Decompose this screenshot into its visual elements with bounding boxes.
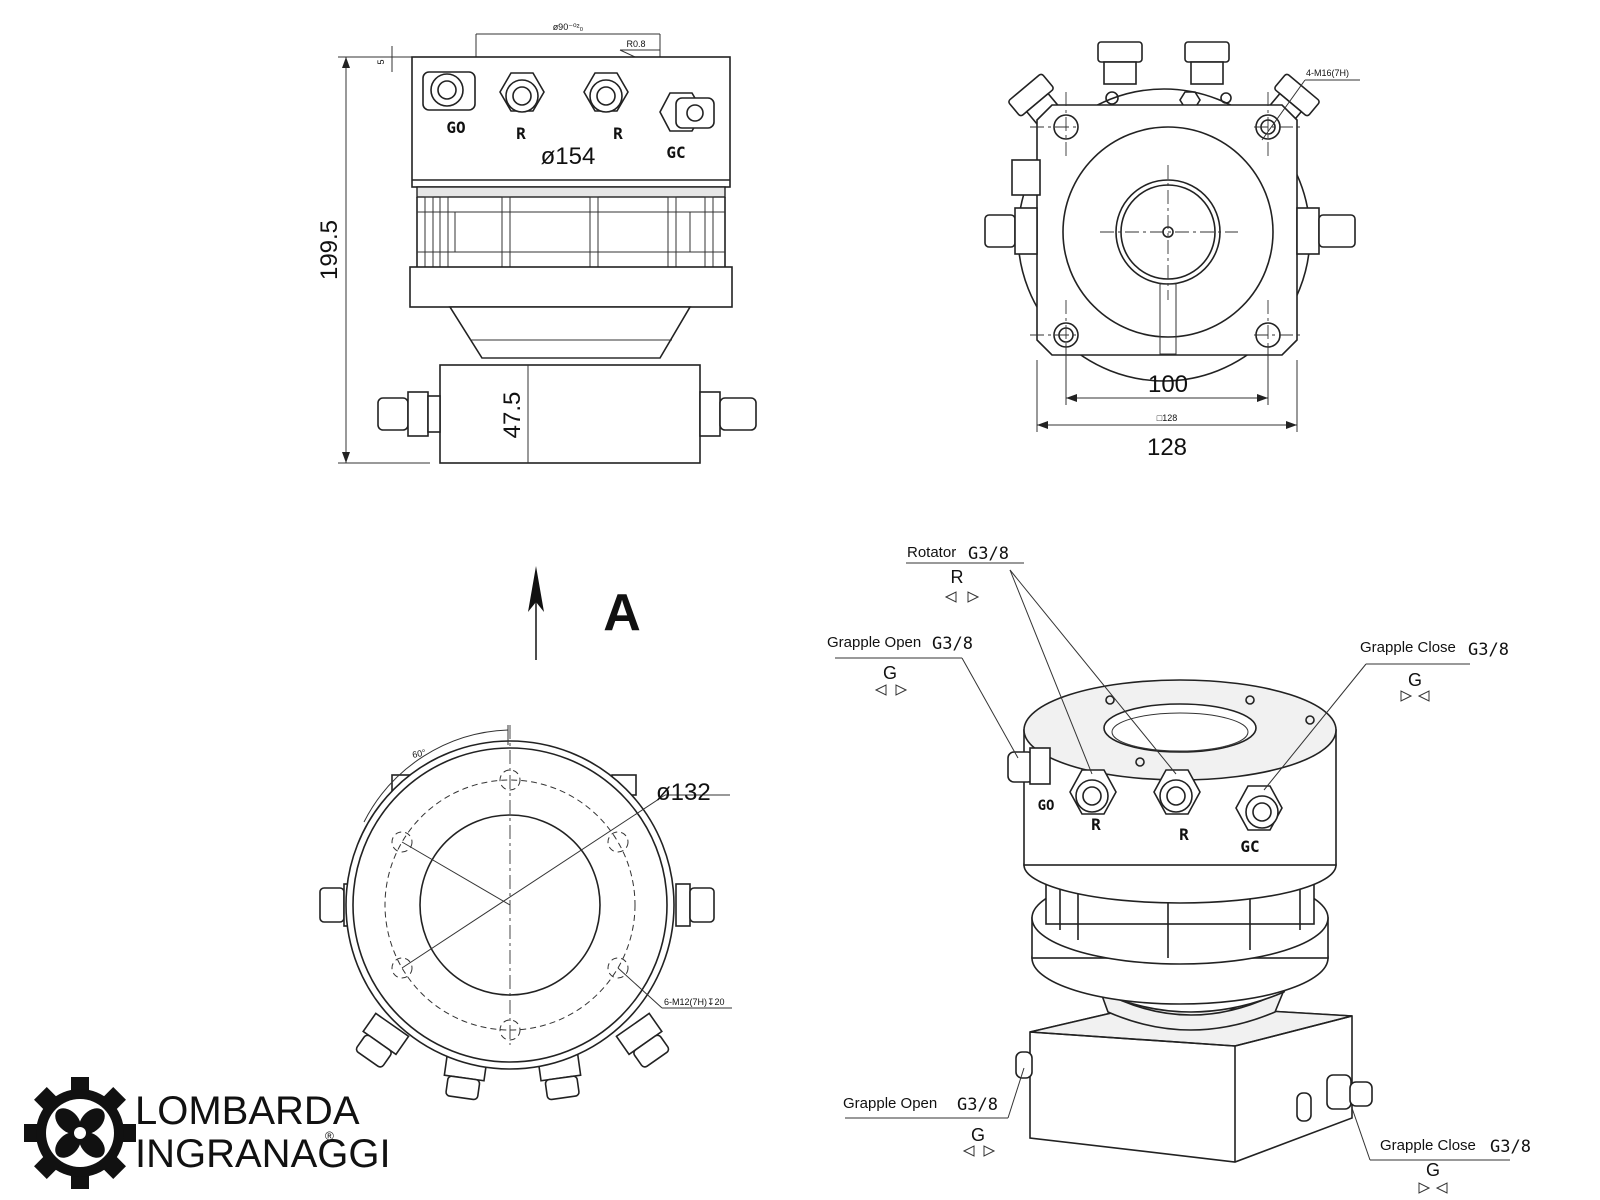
front-port-r2: R — [583, 72, 629, 143]
iso-port-r1-label: R — [1091, 815, 1101, 834]
front-port-r1-label: R — [516, 124, 526, 143]
front-port-go-label: GO — [446, 118, 465, 137]
front-step-dim: 5 — [376, 59, 386, 64]
top-view: 4-M16(7H) 100 □128 128 — [984, 41, 1360, 461]
iso-port-r2: R — [1153, 769, 1201, 844]
isometric-view: GO R R GC Rotator G3/8 R — [827, 544, 1531, 1194]
front-port-r2-label: R — [613, 124, 623, 143]
rotator-thread: G3/8 — [968, 544, 1009, 564]
bottom-thread-dim: 6-M12(7H)↧20 — [664, 997, 725, 1007]
iso-port-gc-label: GC — [1240, 837, 1259, 856]
iso-port-gc: GC — [1235, 785, 1283, 856]
grapple-close-top-code: G — [1408, 670, 1422, 690]
rotator-callout: Rotator G3/8 R — [906, 544, 1177, 775]
grapple-close-bottom-callout: Grapple Close G3/8 G — [1351, 1107, 1531, 1194]
front-view: 199.5 5 ø90⁻⁰²₀ R0.8 GO R R — [316, 22, 757, 464]
rotator-label: Rotator — [907, 544, 956, 561]
grapple-close-bottom-label: Grapple Close — [1380, 1137, 1476, 1154]
grapple-close-bottom-thread: G3/8 — [1490, 1137, 1531, 1157]
bottom-view: ø132 60° 6-M12(7H)↧20 — [319, 725, 732, 1101]
iso-port-r1: R — [1069, 769, 1117, 834]
iso-port-go-label: GO — [1038, 798, 1055, 814]
front-shaft-dim: ø90⁻⁰²₀ — [553, 22, 584, 32]
grapple-open-bottom-thread: G3/8 — [957, 1095, 998, 1115]
front-port-gc: GC — [659, 92, 715, 162]
bottom-angle-dim: 60° — [411, 747, 427, 760]
bottom-diameter-dim: ø132 — [656, 779, 711, 806]
grapple-open-bottom-callout: Grapple Open G3/8 G — [843, 1067, 1025, 1157]
iso-port-go: GO — [1007, 747, 1055, 814]
front-diameter-dim: ø154 — [541, 143, 596, 170]
grapple-open-bottom-code: G — [971, 1125, 985, 1145]
grapple-open-top-thread: G3/8 — [932, 634, 973, 654]
company-logo: LOMBARDA INGRANAGGI ® — [24, 1077, 391, 1189]
grapple-close-bottom-code: G — [1426, 1160, 1440, 1180]
rotator-code: R — [951, 567, 964, 587]
top-square-dim: □128 — [1157, 413, 1177, 423]
front-base-height-dim: 47.5 — [499, 392, 526, 439]
view-arrow-label: A — [603, 584, 641, 642]
top-thread-dim: 4-M16(7H) — [1306, 68, 1349, 78]
front-height-dim: 199.5 — [316, 220, 343, 280]
grapple-close-top-thread: G3/8 — [1468, 640, 1509, 660]
grapple-open-top-label: Grapple Open — [827, 634, 921, 651]
gear-icon — [24, 1077, 136, 1189]
logo-line1: LOMBARDA — [135, 1089, 360, 1133]
iso-port-r2-label: R — [1179, 825, 1189, 844]
grapple-open-top-callout: Grapple Open G3/8 G — [827, 634, 1019, 759]
view-arrow: A — [528, 566, 641, 660]
front-port-go: GO — [422, 71, 476, 137]
grapple-open-bottom-label: Grapple Open — [843, 1095, 937, 1112]
grapple-close-top-callout: Grapple Close G3/8 G — [1263, 639, 1509, 791]
front-radius-dim: R0.8 — [626, 39, 645, 49]
top-width-dim: 128 — [1147, 434, 1187, 461]
grapple-open-top-code: G — [883, 663, 897, 683]
front-port-r1: R — [499, 72, 545, 143]
logo-registered: ® — [325, 1129, 334, 1143]
front-port-gc-label: GC — [666, 143, 685, 162]
top-bolt-spacing-dim: 100 — [1148, 371, 1188, 398]
grapple-close-top-label: Grapple Close — [1360, 639, 1456, 656]
logo-line2: INGRANAGGI — [135, 1132, 391, 1176]
